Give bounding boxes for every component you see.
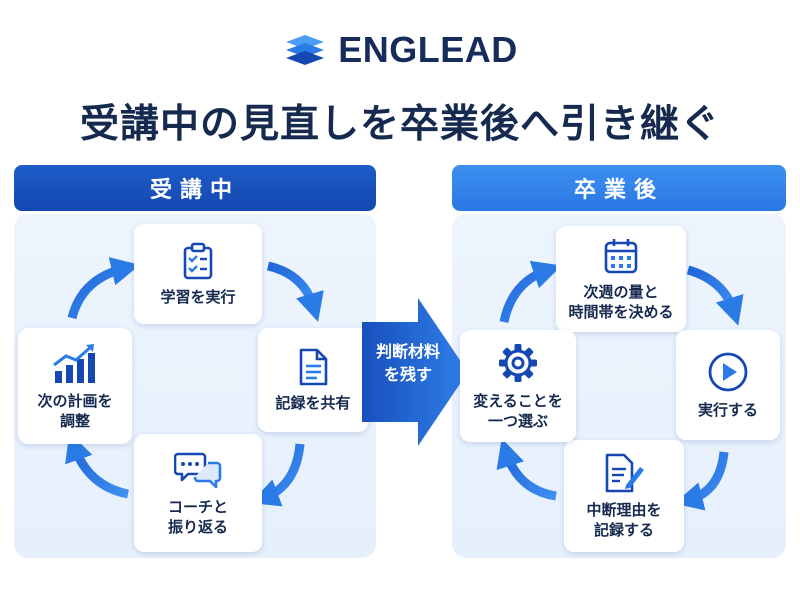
calendar-icon (604, 238, 638, 274)
transition-arrow (362, 298, 468, 446)
layers-logo-icon (286, 35, 325, 65)
card-label: 実行する (697, 400, 758, 419)
right-panel-header: 卒業後 (452, 165, 786, 211)
card-decide-next-week: 次週の量と 時間帯を決める (556, 226, 686, 332)
card-choose-one-change: 変えることを 一つ選ぶ (460, 330, 576, 442)
play-circle-icon (708, 352, 748, 392)
card-label: 次の計画を 調整 (37, 391, 113, 430)
card-share-record: 記録を共有 (258, 328, 368, 432)
card-adjust-plan: 次の計画を 調整 (18, 328, 132, 444)
card-label: 記録を共有 (275, 393, 351, 412)
chat-bubbles-icon (174, 452, 222, 489)
card-label: 次週の量と 時間帯を決める (568, 282, 674, 321)
card-coach-review: コーチと 振り返る (134, 434, 262, 552)
card-execute: 実行する (676, 330, 780, 440)
logo-text: ENGLEAD (338, 29, 518, 70)
card-study: 学習を実行 (134, 224, 262, 324)
document-icon (299, 348, 328, 386)
card-label: 変えることを 一つ選ぶ (473, 391, 563, 430)
growth-chart-icon (53, 343, 95, 383)
logo: ENGLEAD (0, 29, 800, 70)
page-title: 受講中の見直しを卒業後へ引き継ぐ (79, 102, 720, 147)
card-label: 学習を実行 (160, 287, 236, 306)
gear-icon (499, 343, 537, 382)
card-label: 中断理由を 記録する (586, 500, 662, 539)
card-record-interruption: 中断理由を 記録する (564, 440, 684, 552)
card-label: コーチと 振り返る (167, 497, 228, 536)
left-panel-header: 受講中 (14, 165, 376, 211)
note-pencil-icon (605, 453, 644, 493)
transition-label: 判断材料 を残す (375, 342, 440, 385)
clipboard-checklist-icon (183, 242, 213, 280)
